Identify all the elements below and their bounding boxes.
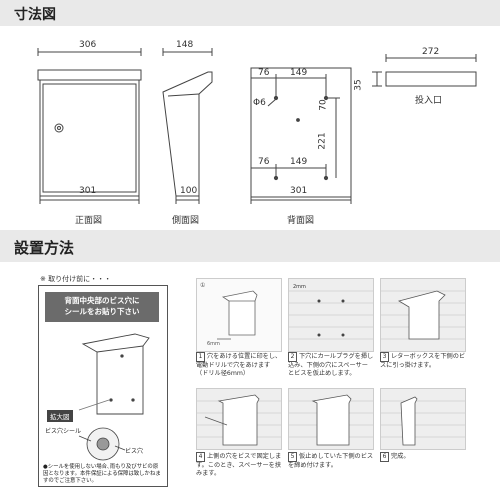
front-view-caption: 正面図 (75, 216, 103, 226)
back-dim-221: 221 (317, 132, 328, 150)
step-3-figure (380, 278, 466, 352)
dimension-drawings (37, 48, 477, 204)
step-5-number: 5 (288, 452, 297, 462)
step-6-figure (380, 388, 466, 450)
step-1-number: 1 (196, 352, 205, 362)
step-4-desc: 上側の穴をビスで固定します。このとき、スペーサーを挟みます。 (196, 453, 282, 477)
before-install-note: ●シールを使用しない場合､雨もり及びサビの原因となります。本件保証による保障は致… (43, 464, 161, 484)
step-6-number: 6 (380, 452, 389, 462)
step-3-desc: レターボックスを下側のビスに引っ掛けます。 (380, 353, 466, 369)
side-bottom-dimension: 100 (180, 186, 198, 196)
seal-label: ビス穴シール (45, 428, 82, 435)
back-dim-phi6: Φ6 (253, 98, 266, 108)
step-6-desc: 完成。 (391, 453, 410, 460)
step-2-drill-label: 2mm (293, 284, 306, 290)
back-view-caption: 背面図 (287, 216, 315, 226)
slot-width-dimension: 272 (422, 47, 440, 57)
back-dim-70: 70 (318, 99, 329, 111)
back-view-drawing (250, 67, 352, 204)
before-install-panel: 背面中央部のビス穴に シールをお貼り下さい 拡大図 ビス穴シール ビス穴 ●シー… (38, 285, 168, 487)
step-5-desc: 仮止めしていた下側のビスを締め付けます。 (288, 453, 374, 469)
front-bottom-dimension: 301 (79, 186, 97, 196)
step-5-figure (288, 388, 374, 450)
step-4-figure (196, 388, 282, 450)
step-1-scale-label: 6mm (207, 341, 220, 347)
slot-drawing (372, 54, 477, 87)
step-1-figure: ① 6mm (196, 278, 282, 352)
step-2-desc: 下穴にカールプラグを挿し込み、下側の穴にスペーサーとビスを仮止めします。 (288, 353, 374, 377)
side-view-caption: 側面図 (172, 216, 200, 226)
step-1-desc: 穴をあける位置に印をし、電動ドリルで穴をあけます（ドリル径6mm） (196, 353, 282, 377)
hole-label: ビス穴 (125, 448, 144, 455)
zoom-label: 拡大図 (47, 410, 73, 422)
installation-section-bar (0, 230, 500, 262)
side-view-drawing (162, 48, 213, 204)
slot-height-dimension: 35 (353, 79, 364, 91)
step-4-number: 4 (196, 452, 205, 462)
svg-text:①: ① (200, 282, 205, 289)
step-2-figure: 2mm (288, 278, 374, 352)
slot-caption: 投入口 (415, 96, 443, 106)
before-install-label: ※ 取り付け前に・・・ (40, 275, 112, 283)
before-install-illustration (78, 333, 150, 461)
step-3-number: 3 (380, 352, 389, 362)
back-dim-76-top: 76 (258, 68, 270, 78)
dimensions-section-bar (0, 0, 500, 26)
installation-section-title: 設置方法 (14, 239, 75, 257)
side-top-dimension: 148 (176, 40, 194, 50)
before-install-header: 背面中央部のビス穴に シールをお貼り下さい (45, 292, 159, 322)
back-bottom-dimension: 301 (290, 186, 308, 196)
front-top-dimension: 306 (79, 40, 97, 50)
back-dim-149-bottom: 149 (290, 157, 308, 167)
step-2-number: 2 (288, 352, 297, 362)
back-dim-76-bottom: 76 (258, 157, 270, 167)
dimensions-section-title: 寸法図 (14, 7, 56, 23)
front-view-drawing (37, 48, 142, 204)
back-dim-149-top: 149 (290, 68, 308, 78)
